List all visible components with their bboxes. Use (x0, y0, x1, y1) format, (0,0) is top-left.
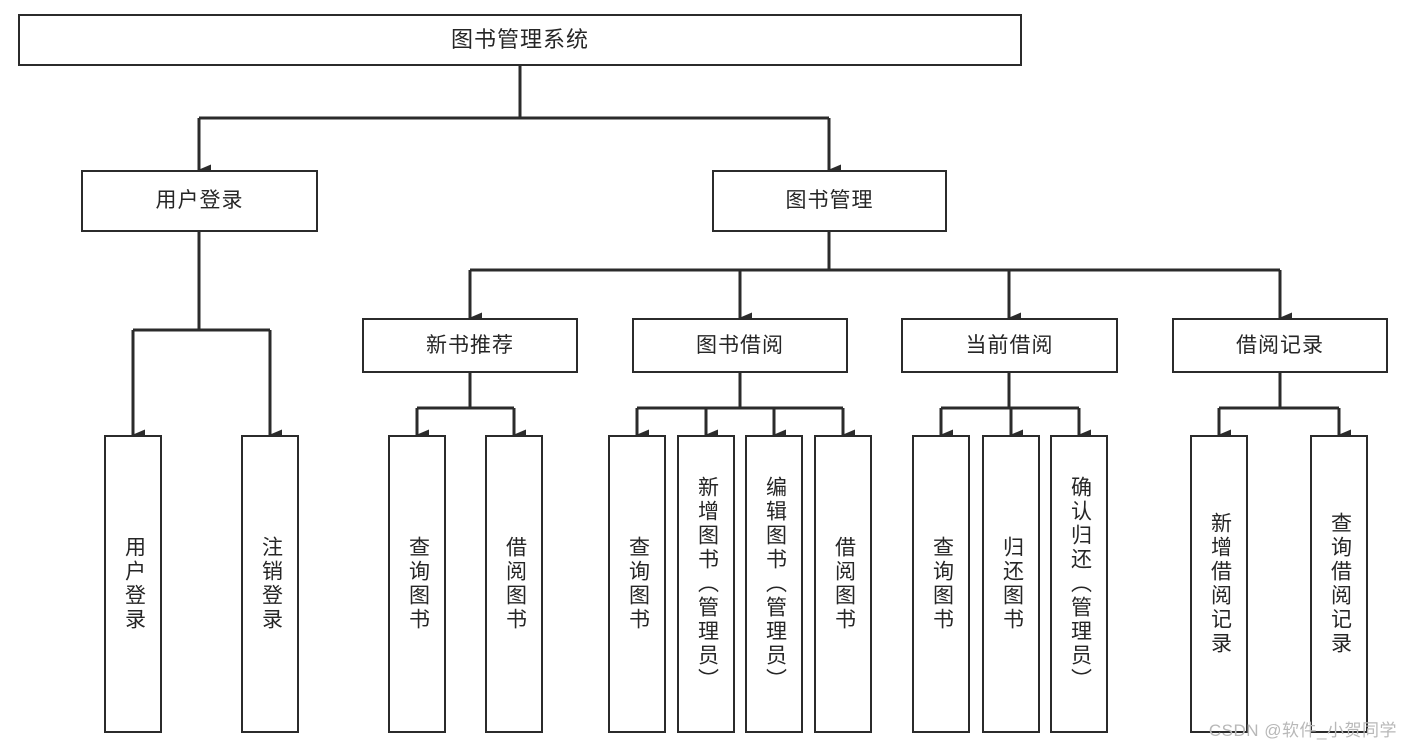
node-leaf-edit-book-admin-label: 编辑图书（管理员） (763, 476, 787, 692)
node-leaf-confirm-return-admin[interactable]: 确认归还（管理员） (1050, 435, 1108, 733)
node-book-borrow-label: 图书借阅 (696, 333, 784, 357)
node-leaf-add-borrow-record-label: 新增借阅记录 (1208, 512, 1232, 656)
node-user-login[interactable]: 用户登录 (81, 170, 318, 232)
node-leaf-query-book-2-label: 查询图书 (626, 536, 650, 632)
node-root-label: 图书管理系统 (450, 26, 589, 52)
node-user-login-label: 用户登录 (155, 189, 244, 213)
node-leaf-query-book-3[interactable]: 查询图书 (912, 435, 970, 733)
node-leaf-add-borrow-record[interactable]: 新增借阅记录 (1190, 435, 1248, 733)
node-root[interactable]: 图书管理系统 (18, 14, 1022, 66)
node-borrow-record[interactable]: 借阅记录 (1172, 318, 1388, 373)
node-new-book-recommend-label: 新书推荐 (426, 333, 514, 357)
node-leaf-user-login-label: 用户登录 (122, 536, 146, 632)
node-leaf-query-book-1[interactable]: 查询图书 (388, 435, 446, 733)
watermark-text: CSDN @软件_小贺同学 (1208, 721, 1397, 740)
node-leaf-return-book[interactable]: 归还图书 (982, 435, 1040, 733)
node-leaf-borrow-book-2[interactable]: 借阅图书 (814, 435, 872, 733)
node-current-borrow-label: 当前借阅 (965, 333, 1054, 357)
node-leaf-return-book-label: 归还图书 (1000, 536, 1024, 632)
node-leaf-logout-login-label: 注销登录 (259, 536, 283, 632)
node-leaf-query-borrow-record[interactable]: 查询借阅记录 (1310, 435, 1368, 733)
node-leaf-query-book-1-label: 查询图书 (406, 536, 430, 632)
node-leaf-add-book-admin-label: 新增图书（管理员） (695, 476, 719, 692)
node-book-borrow[interactable]: 图书借阅 (632, 318, 848, 373)
node-leaf-logout-login[interactable]: 注销登录 (241, 435, 299, 733)
node-leaf-borrow-book-1-label: 借阅图书 (503, 536, 527, 632)
node-leaf-user-login[interactable]: 用户登录 (104, 435, 162, 733)
node-leaf-query-book-2[interactable]: 查询图书 (608, 435, 666, 733)
node-new-book-recommend[interactable]: 新书推荐 (362, 318, 578, 373)
node-leaf-add-book-admin[interactable]: 新增图书（管理员） (677, 435, 735, 733)
node-leaf-confirm-return-admin-label: 确认归还（管理员） (1068, 476, 1092, 692)
node-book-management-label: 图书管理 (785, 189, 874, 213)
node-leaf-edit-book-admin[interactable]: 编辑图书（管理员） (745, 435, 803, 733)
node-leaf-borrow-book-2-label: 借阅图书 (832, 536, 856, 632)
node-leaf-query-borrow-record-label: 查询借阅记录 (1328, 512, 1352, 656)
node-current-borrow[interactable]: 当前借阅 (901, 318, 1118, 373)
node-book-management[interactable]: 图书管理 (712, 170, 947, 232)
node-leaf-query-book-3-label: 查询图书 (930, 536, 954, 632)
node-leaf-borrow-book-1[interactable]: 借阅图书 (485, 435, 543, 733)
node-borrow-record-label: 借阅记录 (1236, 333, 1324, 357)
